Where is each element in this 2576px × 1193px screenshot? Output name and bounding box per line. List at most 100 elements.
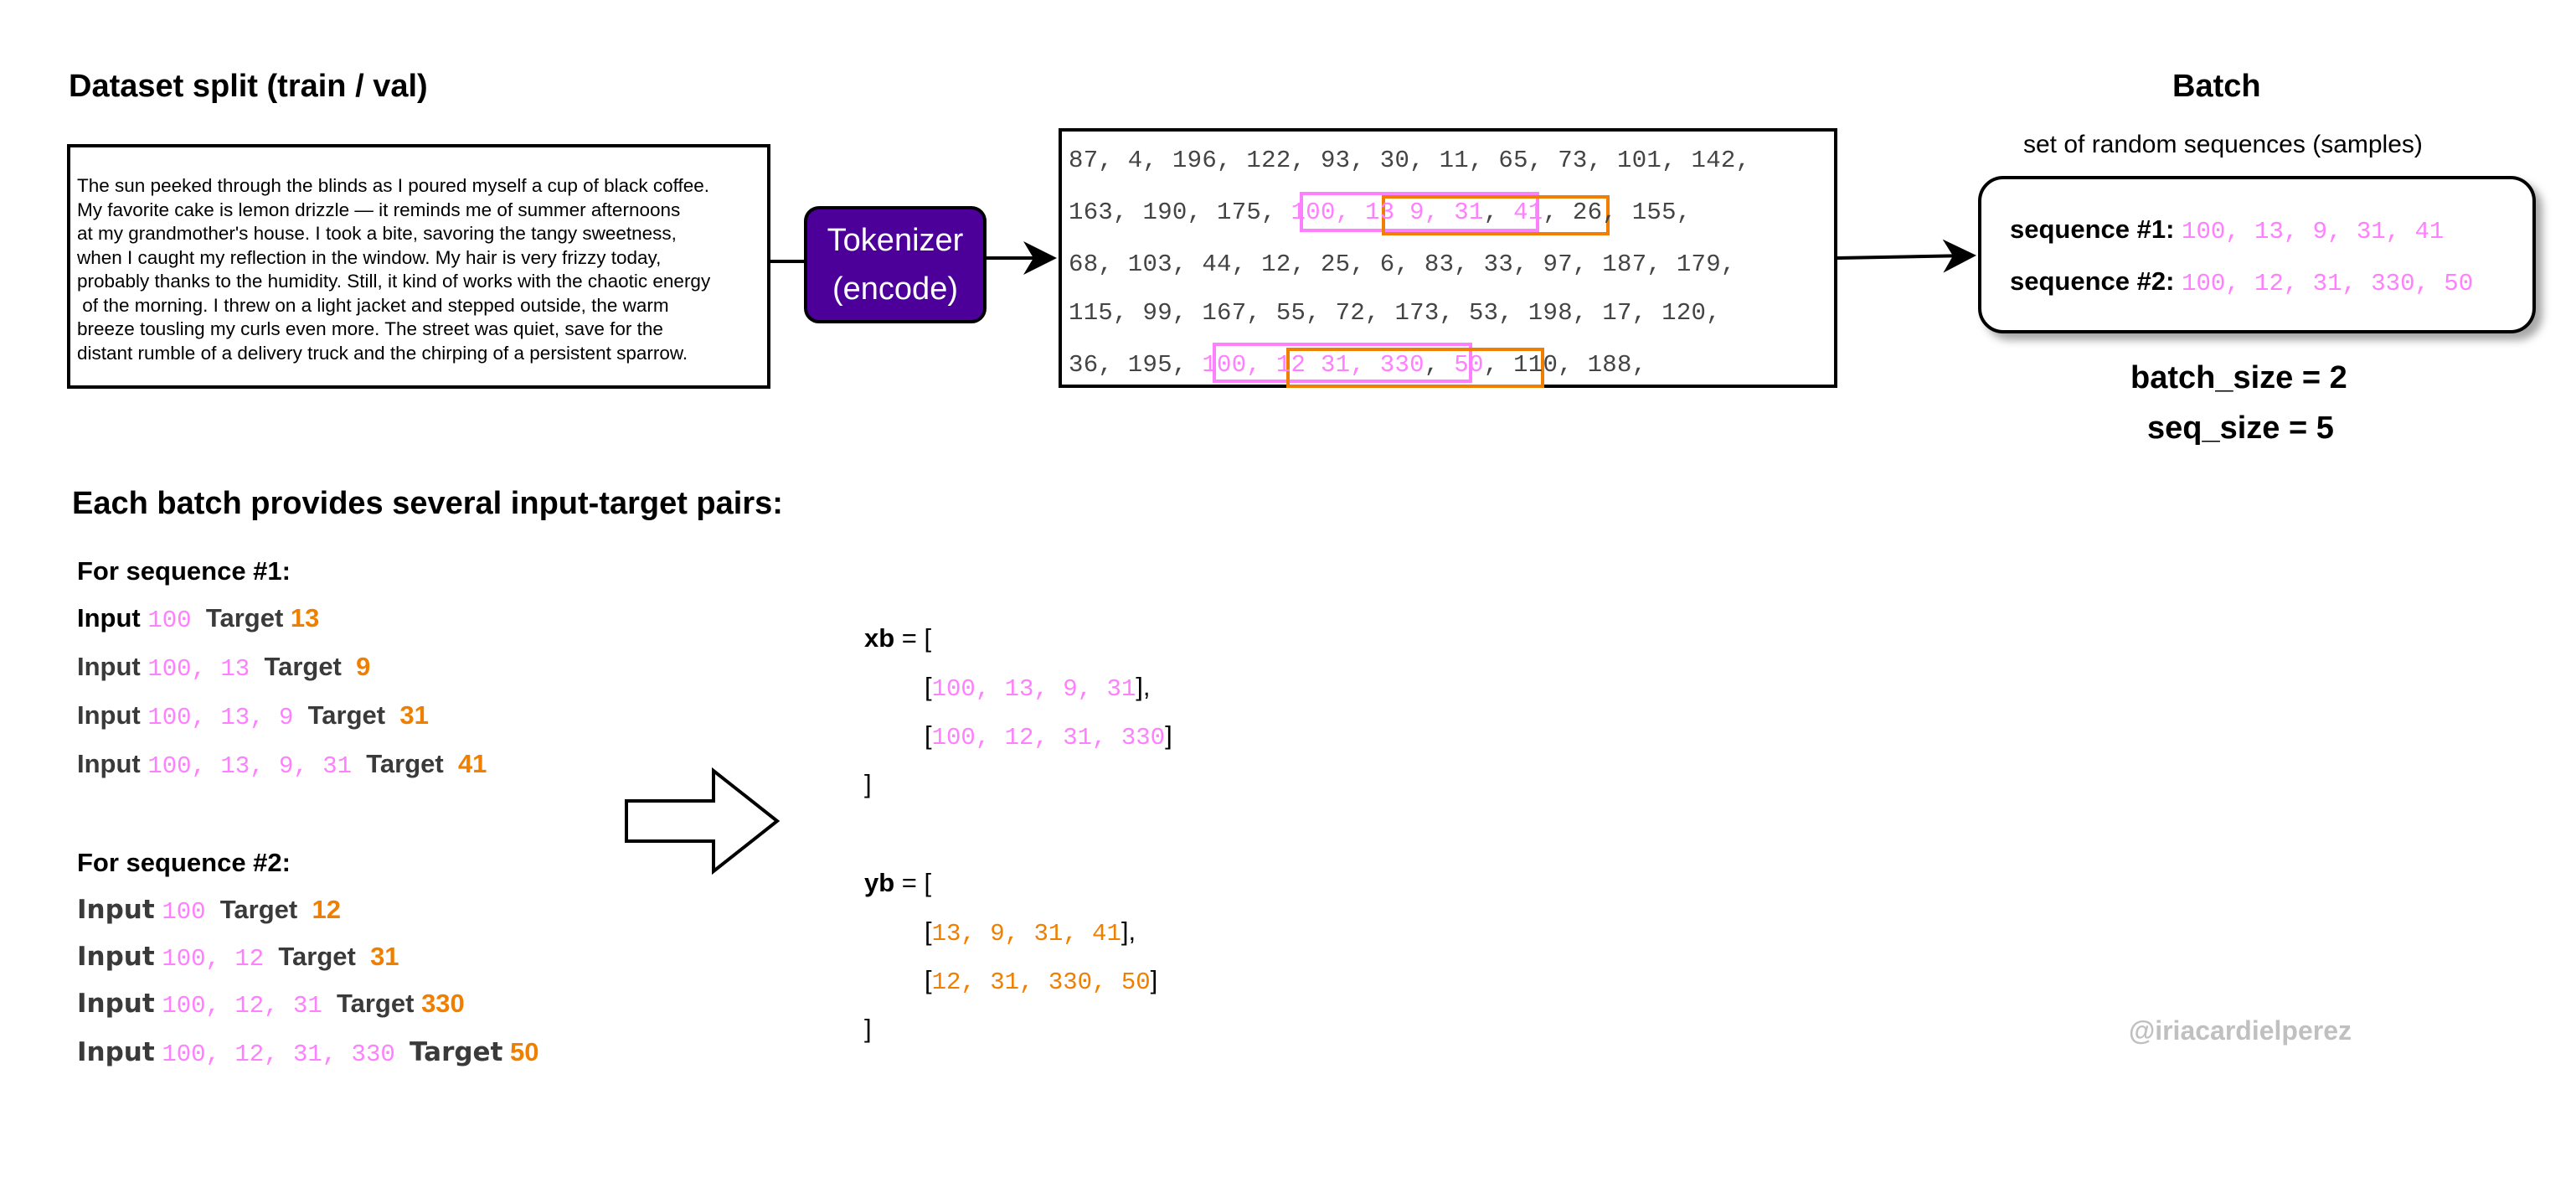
sequence-label: sequence #1: — [2010, 214, 2182, 244]
token-overlap: 12 31, 330 — [1275, 351, 1425, 379]
text-line: probably thanks to the humidity. Still, … — [77, 271, 711, 292]
dataset-text-box: The sun peeked through the blinds as I p… — [67, 144, 770, 389]
tokens-to-batch-arrow — [1837, 239, 1976, 273]
seq2-header: For sequence #2: — [77, 848, 291, 877]
text-line: The sun peeked through the blinds as I p… — [77, 175, 710, 196]
text-line: breeze tousling my curls even more. The … — [77, 318, 663, 339]
input-values: 100, 13 — [147, 655, 250, 683]
token-start: 100, — [1202, 351, 1276, 379]
token-text: 163, 190, 175, — [1069, 199, 1291, 226]
target-word: Target — [410, 1037, 503, 1067]
input-word: Input — [77, 749, 141, 778]
input-word: Input — [77, 700, 141, 730]
token-ids-box: 87, 4, 196, 122, 93, 30, 11, 65, 73, 101… — [1059, 128, 1837, 388]
target-value: 31 — [370, 942, 399, 971]
token-line-3: 68, 103, 44, 12, 25, 6, 83, 33, 97, 187,… — [1069, 250, 1736, 278]
input-word: Input — [77, 652, 141, 681]
xb-close: ] — [864, 769, 872, 798]
input-word: Input — [77, 942, 155, 972]
tokenizer-box: Tokenizer (encode) — [804, 206, 987, 323]
seq1-header: For sequence #1: — [77, 556, 291, 586]
xb-name: xb — [864, 623, 895, 653]
pair-row: Input 100 Target 13 — [77, 603, 319, 634]
batch-box: sequence #1: 100, 13, 9, 31, 41 sequence… — [1978, 176, 2536, 333]
pair-row: Input 100, 12, 31 Target 330 — [77, 989, 465, 1020]
sequence-values: 100, 12, 31, 330, 50 — [2182, 270, 2474, 297]
sequence-values: 100, 13, 9, 31, 41 — [2182, 218, 2445, 245]
target-word: Target — [307, 700, 386, 730]
target-word: Target — [336, 989, 415, 1018]
target-word: Target — [219, 895, 298, 924]
token-line-2: 163, 190, 175, 100, 13 9, 31, 41, 26, 15… — [1069, 199, 1692, 226]
row-values: 100, 12, 31, 330 — [931, 724, 1166, 751]
input-word: Input — [77, 603, 141, 633]
target-value: 13 — [290, 603, 320, 633]
batch-subtitle: set of random sequences (samples) — [2023, 131, 2423, 158]
input-values: 100, 12 — [162, 945, 265, 973]
assign-open: = [ — [894, 623, 932, 653]
token-end: 41 — [1513, 199, 1543, 226]
pair-row: Input 100, 12, 31, 330 Target 50 — [77, 1037, 539, 1068]
yb-row: [12, 31, 330, 50] — [925, 965, 1158, 996]
token-line-5: 36, 195, 100, 12 31, 330, 50, 110, 188, — [1069, 351, 1646, 379]
tokenizer-sublabel: (encode) — [832, 271, 958, 307]
input-values: 100 — [162, 898, 206, 926]
row-values: 12, 31, 330, 50 — [931, 968, 1151, 996]
pair-row: Input 100, 12 Target 31 — [77, 942, 399, 973]
batch-sequence-2: sequence #2: 100, 12, 31, 330, 50 — [2010, 266, 2473, 297]
token-line-1: 87, 4, 196, 122, 93, 30, 11, 65, 73, 101… — [1069, 147, 1751, 174]
tokenizer-label: Tokenizer — [827, 223, 964, 258]
watermark: @iriacardielperez — [2129, 1015, 2352, 1046]
yb-row: [13, 9, 31, 41], — [925, 917, 1136, 948]
pair-row: Input 100, 13 Target 9 — [77, 652, 370, 683]
xb-open: xb = [ — [864, 623, 931, 653]
pairs-title: Each batch provides several input-target… — [72, 486, 783, 521]
input-word: Input — [77, 1037, 155, 1067]
text-line: at my grandmother's house. I took a bite… — [77, 223, 677, 244]
yb-name: yb — [864, 868, 895, 897]
xb-row: [100, 12, 31, 330] — [925, 720, 1172, 751]
token-text: , 110, 188, — [1483, 351, 1647, 379]
yb-open: yb = [ — [864, 868, 931, 898]
assign-open: = [ — [894, 868, 932, 897]
target-word: Target — [366, 749, 444, 778]
token-text: , 26, 155, — [1543, 199, 1692, 226]
pair-row: Input 100, 13, 9, 31 Target 41 — [77, 749, 487, 780]
target-value: 12 — [312, 895, 341, 924]
token-text: , — [1424, 351, 1455, 379]
target-value: 41 — [457, 749, 487, 778]
input-values: 100, 12, 31, 330 — [162, 1041, 395, 1068]
seq1-highlight-orange — [1382, 195, 1610, 235]
input-word: Input — [77, 989, 155, 1019]
batch-title: Batch — [2172, 69, 2261, 104]
token-line-4: 115, 99, 167, 55, 72, 173, 53, 198, 17, … — [1069, 299, 1721, 327]
seq1-highlight-pink — [1300, 192, 1539, 232]
token-text: , — [1483, 199, 1514, 226]
input-values: 100 — [147, 607, 192, 634]
xb-row: [100, 13, 9, 31], — [925, 672, 1151, 703]
text-line: when I caught my reflection in the windo… — [77, 246, 662, 268]
seq-size-label: seq_size = 5 — [2147, 411, 2334, 446]
target-word: Target — [278, 942, 356, 971]
batch-sequence-1: sequence #1: 100, 13, 9, 31, 41 — [2010, 214, 2444, 245]
input-values: 100, 12, 31 — [162, 992, 322, 1020]
input-values: 100, 13, 9 — [147, 704, 294, 731]
text-line: distant rumble of a delivery truck and t… — [77, 342, 688, 364]
target-word: Target — [205, 603, 284, 633]
pair-row: Input 100, 13, 9 Target 31 — [77, 700, 429, 731]
pair-row: Input 100 Target 12 — [77, 895, 341, 926]
big-right-arrow — [625, 767, 781, 875]
target-value: 330 — [421, 989, 465, 1018]
yb-close: ] — [864, 1014, 872, 1043]
input-word: Input — [77, 895, 155, 925]
target-value: 31 — [399, 700, 429, 730]
row-values: 100, 13, 9, 31 — [931, 675, 1136, 703]
target-value: 9 — [356, 652, 371, 681]
input-values: 100, 13, 9, 31 — [147, 752, 353, 780]
seq2-highlight-pink — [1213, 343, 1472, 383]
target-word: Target — [264, 652, 342, 681]
dataset-split-title: Dataset split (train / val) — [69, 69, 428, 104]
batch-size-label: batch_size = 2 — [2130, 360, 2347, 395]
target-value: 50 — [510, 1037, 539, 1066]
